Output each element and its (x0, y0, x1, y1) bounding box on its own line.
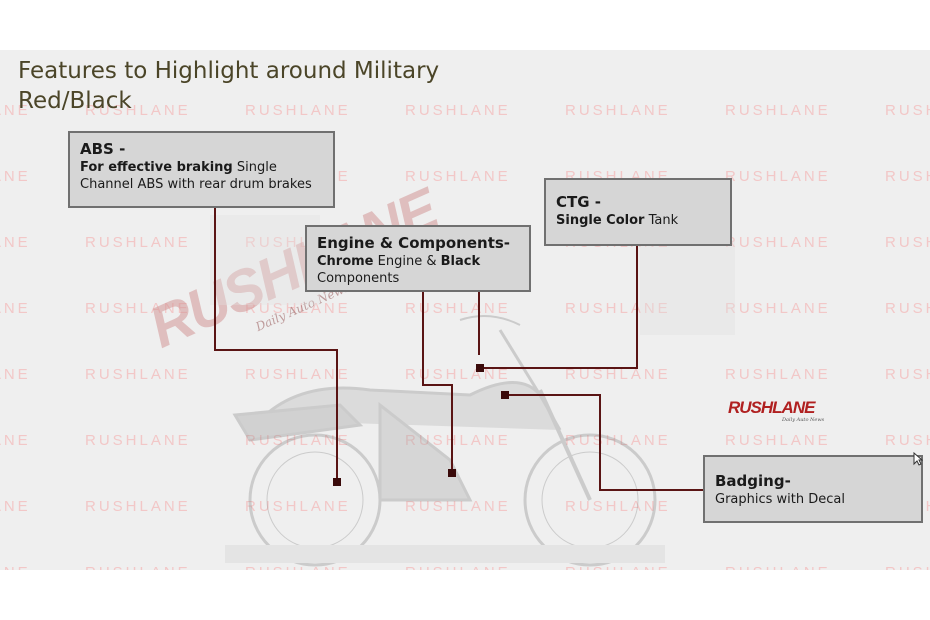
watermark-text: RUSHLANE (565, 498, 671, 515)
watermark-text: RUSHLANE (405, 432, 511, 449)
watermark-text: RUSHLANE (885, 564, 930, 570)
watermark-text: RUSHLANE (885, 168, 930, 185)
page-title: Features to Highlight around Military Re… (18, 58, 440, 114)
watermark-text: RUSHLANE (85, 564, 191, 570)
watermark-text: RUSHLANE (725, 564, 831, 570)
watermark-text: RUSHLANE (85, 102, 191, 119)
watermark-text: RUSHLANE (245, 498, 351, 515)
watermark-text: RUSHLANE (885, 234, 930, 251)
watermark-text: RUSHLANE (245, 432, 351, 449)
watermark-text: RUSHLANE (0, 102, 31, 119)
engine-bold-chrome: Chrome (317, 254, 374, 269)
watermark-text: RUSHLANE (245, 300, 351, 317)
watermark-text: RUSHLANE (725, 432, 831, 449)
watermark-text: RUSHLANE (85, 234, 191, 251)
badging-connector (505, 394, 703, 491)
watermark-text: RUSHLANE (725, 300, 831, 317)
connector-lines (214, 207, 703, 491)
watermark-text: RUSHLANE (245, 102, 351, 119)
watermark-text: RUSHLANE (565, 300, 671, 317)
watermark-text: RUSHLANE (0, 300, 31, 317)
watermark-text: RUSHLANE (85, 366, 191, 383)
abs-text: Single Channel ABS with rear drum brakes (80, 160, 312, 192)
engine-bold-black: Black (440, 254, 481, 269)
watermark-text: RUSHLANE (565, 102, 671, 119)
engine-text-1: Engine & (373, 254, 441, 269)
watermark-text: RUSHLANE (85, 432, 191, 449)
ctg-description: Single Color Tank (556, 212, 720, 229)
rushlane-logo-tagline: Daily Auto News (782, 417, 825, 423)
watermark-text: RUSHLANE (885, 432, 930, 449)
abs-bold: For effective braking (80, 160, 233, 175)
ctg-bold: Single Color (556, 213, 645, 228)
watermark-text: RUSHLANE (405, 102, 511, 119)
ctg-text: Tank (644, 213, 679, 228)
badging-marker (501, 391, 509, 399)
ctg-marker (476, 364, 484, 372)
engine-description: Chrome Engine & Black Components (317, 253, 519, 287)
watermark-text: RUSHLANE (565, 564, 671, 570)
abs-connector (214, 207, 338, 482)
watermark-text: RUSHLANE (0, 432, 31, 449)
engine-callout: Engine & Components- Chrome Engine & Bla… (305, 225, 531, 292)
engine-text-2: Components (317, 271, 400, 286)
watermark-text: RUSHLANE (565, 366, 671, 383)
motorcycle-illustration (210, 215, 735, 567)
watermark-text: RUSHLANE (725, 102, 831, 119)
watermark-text: RUSHLANE (405, 498, 511, 515)
rushlane-logo: RUSHLANE (728, 398, 815, 417)
watermark-text: RUSHLANE (245, 366, 351, 383)
watermark-text: RUSHLANE (85, 300, 191, 317)
ctg-connector (480, 246, 638, 369)
engine-connector-left (422, 292, 453, 473)
watermark-text: RUSHLANE (245, 564, 351, 570)
abs-callout: ABS - For effective braking Single Chann… (68, 131, 335, 208)
abs-marker (333, 478, 341, 486)
watermark-text: RUSHLANE (0, 564, 31, 570)
watermark-text: RUSHLANE (725, 234, 831, 251)
engine-heading: Engine & Components- (317, 234, 511, 252)
watermark-text: RUSHLANE (405, 564, 511, 570)
ctg-heading: CTG - (556, 193, 601, 211)
watermark-text: RUSHLANE (0, 498, 31, 515)
watermark-text: RUSHLANE (85, 498, 191, 515)
badging-callout: Badging- Graphics with Decal (703, 455, 923, 523)
badging-description: Graphics with Decal (715, 492, 845, 507)
abs-description: For effective braking Single Channel ABS… (80, 159, 323, 193)
watermark-text: RUSHLANE (0, 366, 31, 383)
watermark-text: RUSHLANE (885, 366, 930, 383)
watermark-text: RUSHLANE (0, 168, 31, 185)
watermark-text: RUSHLANE (405, 168, 511, 185)
watermark-text: RUSHLANE (405, 300, 511, 317)
watermark-text: RUSHLANE (885, 102, 930, 119)
watermark-text: RUSHLANE (725, 366, 831, 383)
watermark-text: RUSHLANE (0, 234, 31, 251)
watermark-text: RUSHLANE (565, 432, 671, 449)
watermark-text: RUSHLANE (885, 300, 930, 317)
watermark-text: RUSHLANE (725, 168, 831, 185)
engine-marker (448, 469, 456, 477)
badging-heading: Badging- (715, 472, 791, 490)
ctg-callout: CTG - Single Color Tank (544, 178, 732, 246)
abs-heading: ABS - (80, 140, 126, 158)
mouse-cursor-icon (913, 452, 923, 466)
